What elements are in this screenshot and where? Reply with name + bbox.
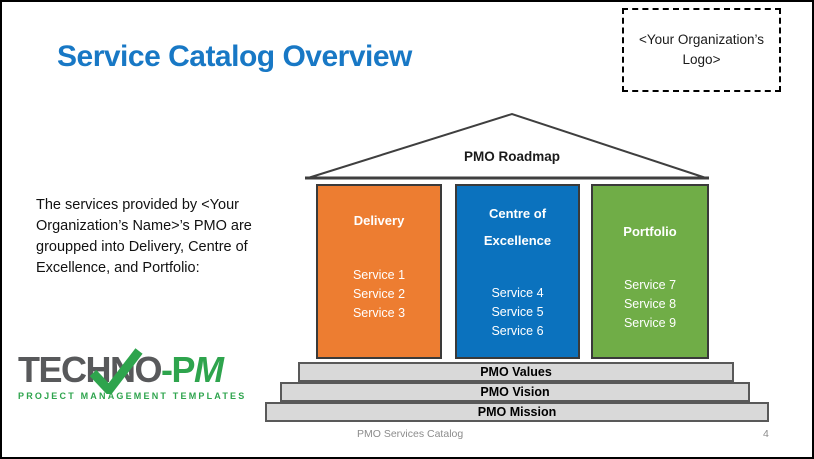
pillar-title-line: Excellence xyxy=(483,233,552,248)
intro-text-line: Organization’s Name>’s PMO are xyxy=(36,218,252,234)
logo-placeholder-line: Logo> xyxy=(682,52,721,67)
intro-text-line: groupped into Delivery, Centre of xyxy=(36,239,248,255)
roof-shape xyxy=(305,112,709,180)
logo-placeholder-line: <Your Organization’s xyxy=(639,32,764,48)
step-label: PMO Values xyxy=(480,365,552,379)
intro-text-line: Excellence, and Portfolio: xyxy=(36,260,200,276)
logo-text-green-m: M xyxy=(194,349,224,390)
roof-label: PMO Roadmap xyxy=(463,149,560,164)
techno-pm-logo: TECHNO-PM PROJECT MANAGEMENT TEMPLATES xyxy=(18,348,268,401)
pillar-services: Service 1 Service 2 Service 3 xyxy=(318,266,440,323)
intro-text-line: The services provided by <Your xyxy=(36,197,239,213)
step-pmo-vision: PMO Vision xyxy=(280,382,750,402)
pillar-centre-of-excellence: Centre of Excellence Service 4 Service 5… xyxy=(455,184,580,359)
service-item: Service 1 xyxy=(352,268,406,282)
organization-logo-placeholder: <Your Organization’s Logo> xyxy=(622,8,781,92)
pillar-title: Delivery xyxy=(353,213,405,228)
logo-tagline: PROJECT MANAGEMENT TEMPLATES xyxy=(18,391,247,401)
pillar-title-line: Centre of xyxy=(488,206,547,221)
page-number: 4 xyxy=(763,428,769,440)
pillar-delivery: Delivery Service 1 Service 2 Service 3 xyxy=(316,184,442,359)
step-pmo-mission: PMO Mission xyxy=(265,402,769,422)
step-label: PMO Mission xyxy=(477,405,557,419)
service-item: Service 4 xyxy=(491,286,544,300)
intro-text: The services provided by <Your Organizat… xyxy=(36,195,311,279)
page-title: Service Catalog Overview xyxy=(57,40,412,73)
pillar-portfolio: Portfolio Service 7 Service 8 Service 9 xyxy=(591,184,709,359)
footer-label: PMO Services Catalog xyxy=(357,428,464,440)
service-item: Service 6 xyxy=(491,324,544,338)
service-item: Service 7 xyxy=(623,278,677,292)
service-item: Service 9 xyxy=(623,316,677,330)
service-item: Service 5 xyxy=(491,305,544,319)
service-item: Service 8 xyxy=(623,297,677,311)
logo-checkmark-icon xyxy=(89,348,143,394)
pillar-title: Portfolio xyxy=(623,224,677,239)
step-label: PMO Vision xyxy=(480,385,550,399)
pillar-services: Service 7 Service 8 Service 9 xyxy=(593,276,707,333)
pillar-services: Service 4 Service 5 Service 6 xyxy=(457,284,578,341)
logo-text-green: -P xyxy=(161,349,196,390)
pillar-title: Centre of Excellence xyxy=(457,200,578,254)
service-item: Service 3 xyxy=(352,306,406,320)
step-pmo-values: PMO Values xyxy=(298,362,734,382)
service-item: Service 2 xyxy=(352,287,406,301)
